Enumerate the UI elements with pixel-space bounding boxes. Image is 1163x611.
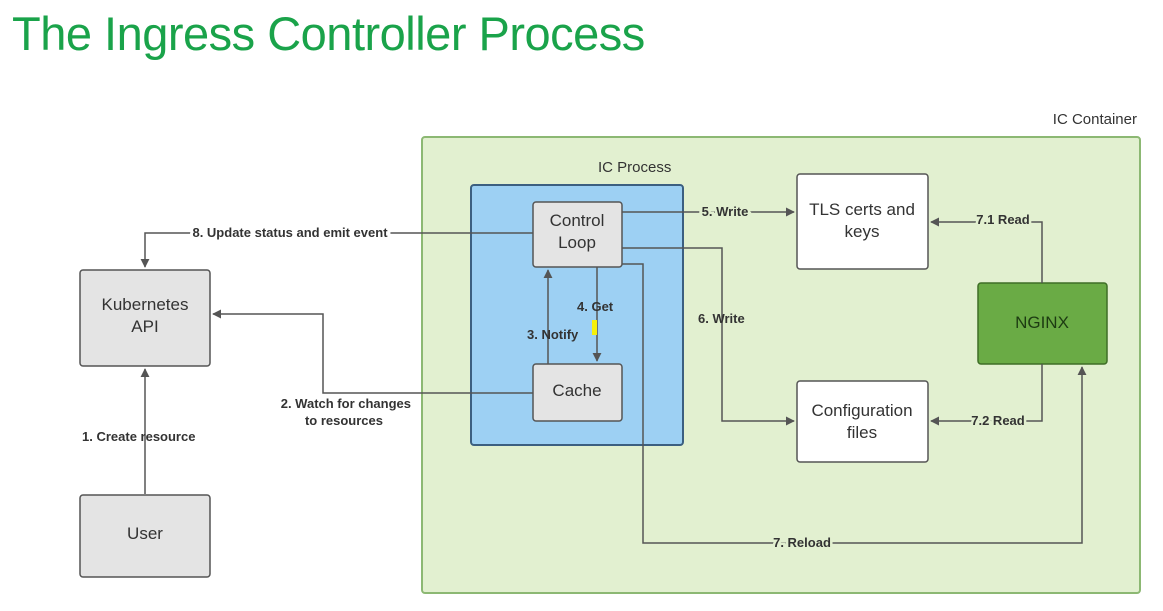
edge-notify-label: 3. Notify (527, 327, 579, 342)
edge-update-status-label: 8. Update status and emit event (192, 225, 388, 240)
cache-label: Cache (552, 381, 601, 400)
edge-read-tls (930, 217, 1043, 283)
nginx-label: NGINX (1015, 313, 1069, 332)
edge-read-tls-label: 7.1 Read (976, 212, 1030, 227)
user-box (79, 494, 211, 578)
edge-reload-label: 7. Reload (773, 535, 831, 550)
edge-get-label: 4. Get (577, 299, 614, 314)
edge-read-config-label: 7.2 Read (971, 413, 1025, 428)
edge-write-tls-label: 5. Write (702, 204, 749, 219)
page-title: The Ingress Controller Process (12, 7, 645, 60)
kubernetes-api-label-2: API (131, 317, 158, 336)
ic-container-label: IC Container (1053, 111, 1137, 128)
config-box (796, 380, 929, 463)
control-loop-label-2: Loop (558, 233, 596, 252)
highlight-mark (592, 320, 597, 335)
edge-watch-label-2: to resources (305, 413, 383, 428)
edge-write-config-label: 6. Write (698, 311, 745, 326)
edge-watch-label-1: 2. Watch for changes (281, 396, 411, 411)
config-label-2: files (847, 423, 877, 442)
control-loop-label-1: Control (550, 211, 605, 230)
edge-reload (622, 263, 1087, 544)
tls-label-2: keys (845, 222, 880, 241)
tls-box (796, 173, 929, 270)
edge-create-resource-label: 1. Create resource (82, 429, 195, 444)
config-label-1: Configuration (811, 401, 912, 420)
edge-update-status (140, 232, 533, 268)
edge-watch (212, 309, 533, 394)
ic-process (470, 184, 684, 446)
tls-label-1: TLS certs and (809, 200, 915, 219)
user-label: User (127, 524, 163, 543)
edge-write-config (622, 247, 795, 426)
edge-read-config (930, 364, 1043, 426)
kubernetes-api-label-1: Kubernetes (102, 295, 189, 314)
control-loop-box (532, 201, 623, 268)
kubernetes-api-box (79, 269, 211, 367)
ic-process-label: IC Process (598, 159, 671, 176)
